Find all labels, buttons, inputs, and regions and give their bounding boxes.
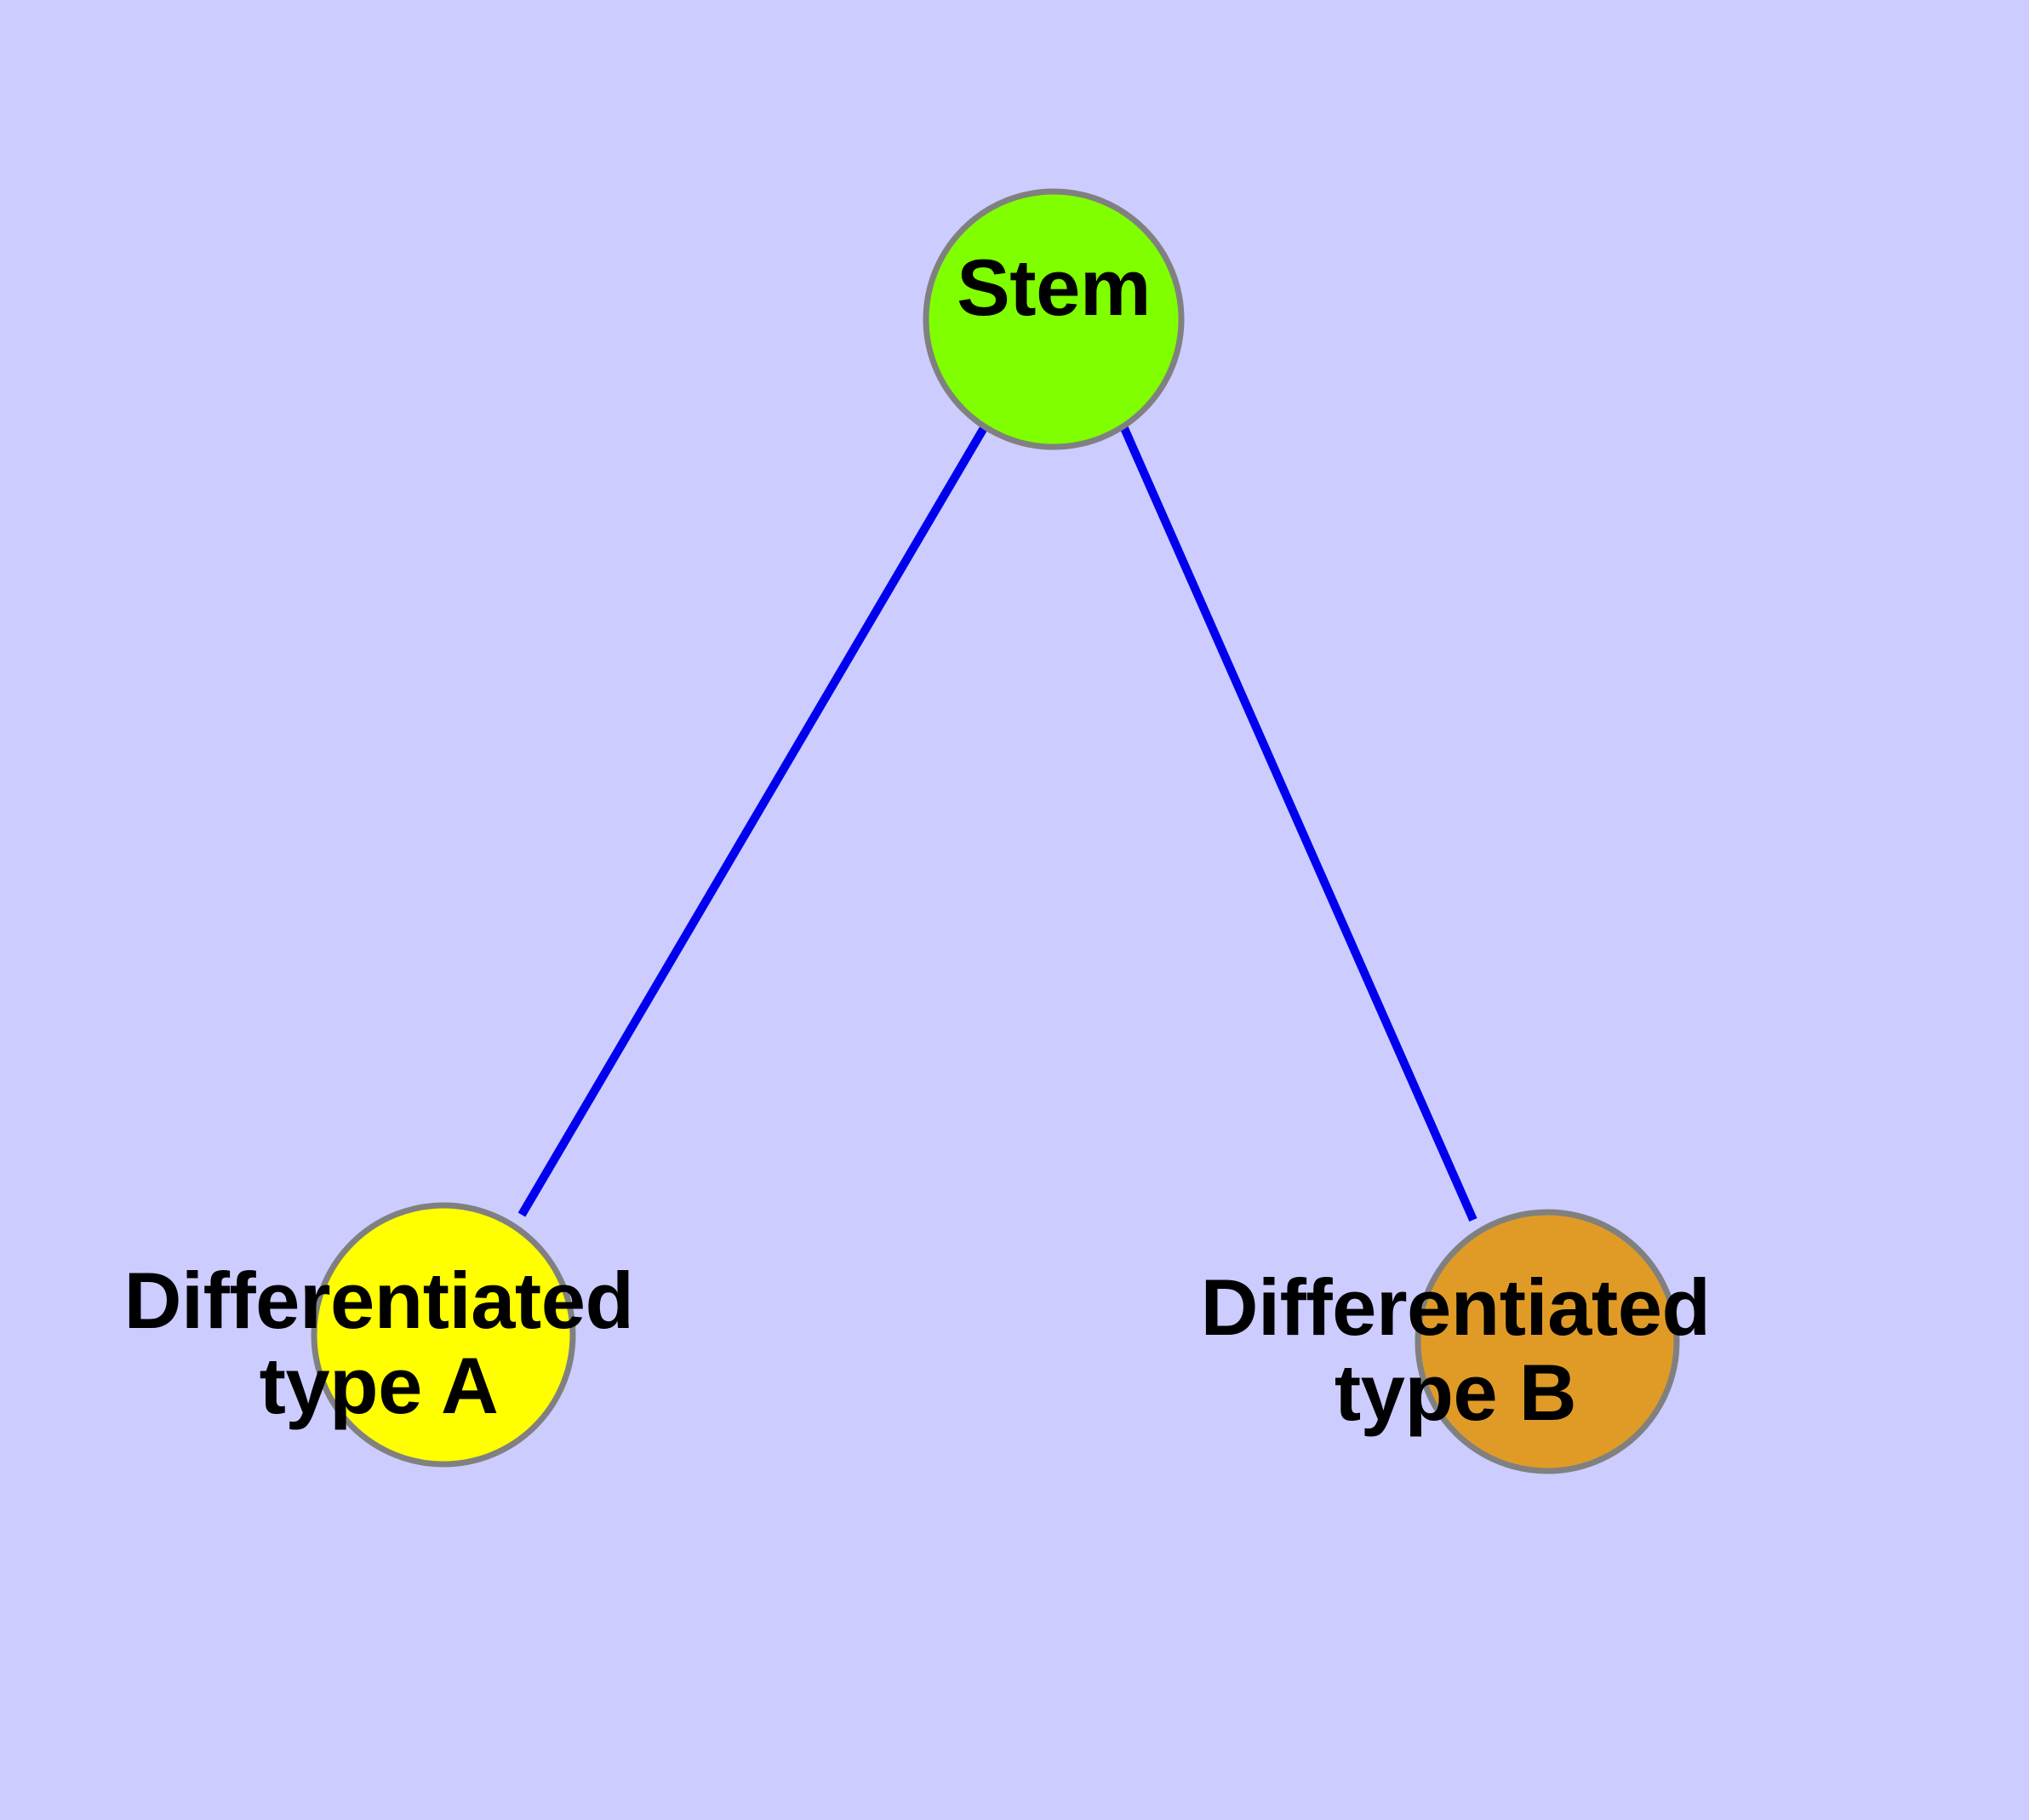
node-stem[interactable] <box>923 188 1185 450</box>
edge-stem-to-differentiated-type-a[interactable] <box>517 424 989 1217</box>
node-differentiated-type-a[interactable] <box>311 1202 576 1468</box>
edge-stem-to-differentiated-type-b[interactable] <box>1120 426 1477 1222</box>
node-differentiated-type-b[interactable] <box>1415 1209 1680 1474</box>
